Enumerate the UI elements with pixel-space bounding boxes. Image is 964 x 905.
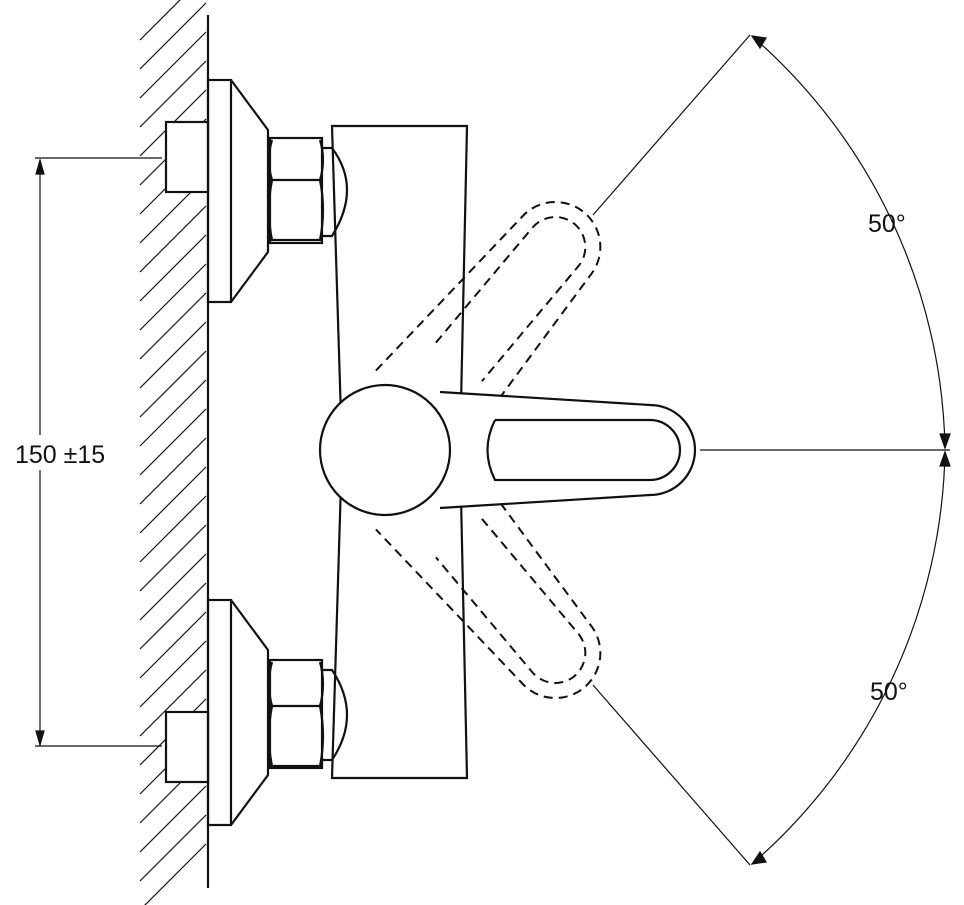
- hatch-line: [139, 350, 207, 418]
- top-connection: [164, 78, 348, 304]
- hatch-line: [139, 205, 207, 273]
- hatch-line: [139, 408, 207, 476]
- hatch-line: [139, 553, 207, 621]
- spacing-dimension: [35, 157, 162, 748]
- hatch-line: [139, 234, 207, 302]
- hatch-line: [139, 437, 207, 505]
- bottom-connection: [164, 598, 348, 827]
- hatch-line: [139, 611, 207, 679]
- hatch-line: [139, 785, 207, 853]
- angle-label-lower: 50°: [870, 678, 908, 706]
- hatch-line: [144, 843, 207, 905]
- hatch-line: [139, 321, 207, 389]
- hatch-line: [139, 582, 207, 650]
- hatch-line: [139, 466, 207, 534]
- hatch-line: [139, 814, 207, 882]
- hatch-line: [139, 31, 207, 99]
- hatch-line: [139, 640, 207, 708]
- hatch-line: [139, 669, 207, 737]
- hatch-line: [139, 263, 207, 331]
- hatch-line: [139, 60, 207, 128]
- hatch-line: [139, 379, 207, 447]
- hatch-line: [139, 524, 207, 592]
- angle-dimension: [592, 34, 951, 866]
- handle-lever: [439, 390, 697, 510]
- handle-position-down: [375, 454, 602, 699]
- spacing-label: 150 ±15: [15, 441, 105, 469]
- hatch-line: [139, 495, 207, 563]
- angle-label-upper: 50°: [868, 210, 906, 238]
- hatch-line: [139, 292, 207, 360]
- hatch-line: [139, 2, 207, 70]
- mixer-knob: [318, 383, 452, 517]
- handle-position-up: [375, 201, 602, 446]
- hatch-line: [139, 0, 181, 41]
